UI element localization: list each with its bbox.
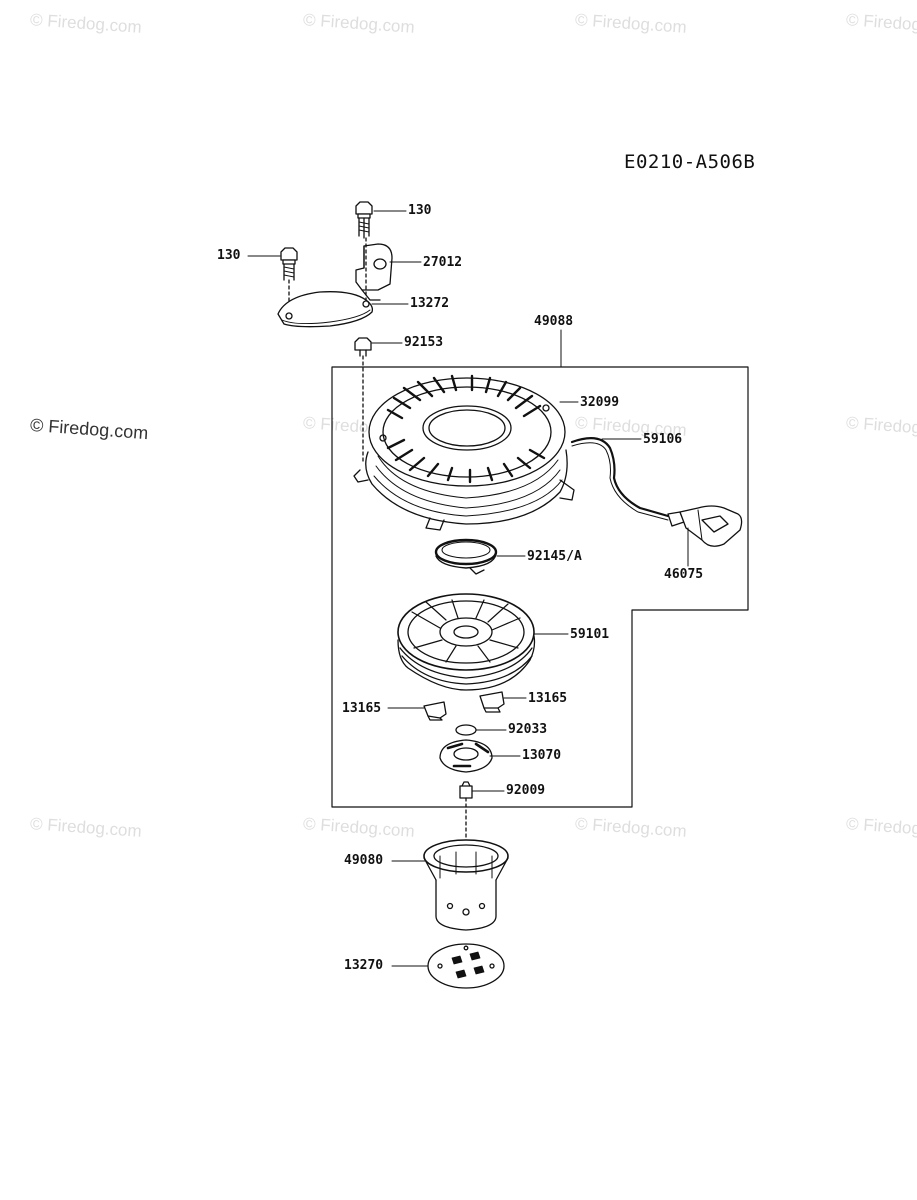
cup-drawing [423, 839, 509, 931]
part-label-cup: 49080 [344, 853, 384, 868]
bolt-left-drawing [280, 247, 298, 309]
screw-drawing [354, 337, 372, 465]
part-label-case: 32099 [580, 395, 620, 410]
bolt-top-drawing [355, 201, 373, 239]
part-label-bolt-left: 130 [217, 248, 241, 263]
part-label-base-plate: 13270 [344, 958, 384, 973]
part-label-ratchet-left: 13165 [342, 701, 382, 716]
assembly-outline [331, 366, 749, 808]
ratchet-right-drawing [479, 691, 505, 713]
ring-drawing [455, 724, 477, 736]
spring-drawing [434, 538, 498, 575]
part-label-spring: 92145/A [527, 549, 582, 564]
ratchet-left-drawing [423, 701, 447, 721]
center-bolt-drawing [459, 781, 473, 843]
reel-drawing [397, 593, 536, 691]
part-label-ring: 92033 [508, 722, 548, 737]
base-plate-drawing [427, 943, 505, 989]
plate-drawing [277, 291, 374, 328]
part-label-center-bolt: 92009 [506, 783, 546, 798]
part-label-rope: 59106 [643, 432, 683, 447]
case-drawing [353, 374, 575, 531]
part-label-handle: 46075 [664, 567, 704, 582]
part-label-screw: 92153 [404, 335, 444, 350]
handle-drawing [667, 505, 743, 547]
part-label-reel: 59101 [570, 627, 610, 642]
part-label-guide: 13070 [522, 748, 562, 763]
rope-drawing [570, 437, 670, 521]
diagram-code: E0210-A506B [624, 151, 756, 173]
part-label-plate: 13272 [410, 296, 450, 311]
part-label-assembly: 49088 [534, 314, 574, 329]
part-label-bracket: 27012 [423, 255, 463, 270]
part-label-ratchet-right: 13165 [528, 691, 568, 706]
part-label-bolt-top: 130 [408, 203, 432, 218]
bracket-drawing [355, 237, 393, 301]
guide-drawing [439, 739, 493, 773]
